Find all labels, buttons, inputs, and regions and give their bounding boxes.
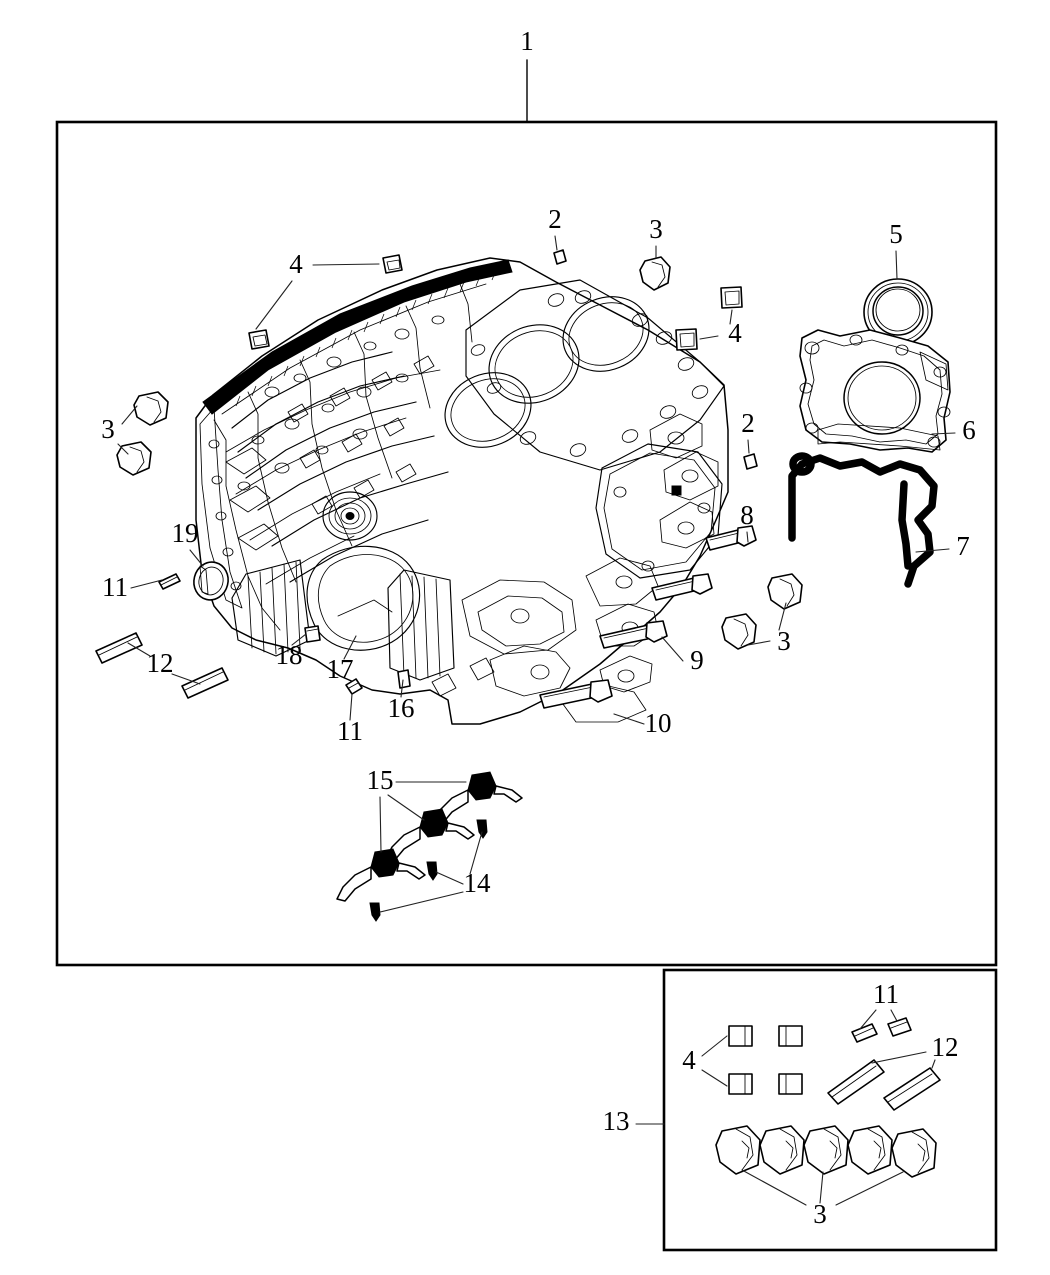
- rear-seal-retainer-part-6: [799, 329, 951, 453]
- oil-jet-screw-part-14c: [369, 902, 381, 922]
- cylinder-block-illustration: [195, 257, 729, 725]
- hardware-kit-panel: 13: [603, 968, 998, 1252]
- callout-18-plug: 18: [276, 640, 303, 670]
- inset-core-plug-b: [778, 1025, 803, 1047]
- core-plug-part-4b: [248, 329, 270, 350]
- alignment-pin-part-2a: [553, 249, 567, 265]
- inset-core-plug-group-4: 4: [682, 1025, 803, 1095]
- dowel-pin-part-11b: [345, 678, 363, 695]
- inset-dowel-large-a: [827, 1059, 885, 1105]
- front-oil-seal-part-19: [193, 561, 229, 601]
- head-bolt-holes: [470, 290, 709, 457]
- callout-4-core-plug-right: 4: [728, 318, 742, 348]
- callout-11-dowel-left: 11: [102, 572, 128, 602]
- oil-jet-screw-part-14b: [426, 861, 438, 881]
- callout-13-inset-kit: 13: [603, 1106, 630, 1136]
- callout-4-core-plug-left: 4: [289, 249, 303, 279]
- callout-2-dowel-pin-upper: 2: [548, 204, 562, 234]
- inset-dowel-small-b: [887, 1017, 912, 1037]
- main-bearing-part-3a: [639, 256, 671, 291]
- callout-2-dowel-pin-lower: 2: [741, 408, 755, 438]
- oil-jet-screw-part-14a: [476, 819, 488, 839]
- callout-16-stud: 16: [388, 693, 415, 723]
- dowel-pin-large-part-12b: [181, 667, 229, 699]
- main-bearing-part-3e: [721, 613, 757, 650]
- core-plug-part-4c: [675, 328, 698, 351]
- callout-3-bearing-upper: 3: [649, 214, 663, 244]
- callout-6-seal-retainer: 6: [962, 415, 976, 445]
- main-bearing-part-3c: [116, 441, 152, 476]
- bolt-part-8: [705, 525, 757, 551]
- inset-core-plug-d: [778, 1073, 803, 1095]
- callout-5-rear-crankshaft-seal: 5: [889, 219, 903, 249]
- bolt-part-10: [539, 679, 613, 709]
- inset-bearing-c: [803, 1125, 849, 1175]
- front-cover-boss: [322, 491, 378, 541]
- crankshaft-rear-oil-seal-part-5: [863, 278, 933, 346]
- main-assembly-panel: [55, 59, 998, 967]
- retainer-gasket-part-7: [788, 452, 938, 588]
- alignment-pin-part-2b: [743, 453, 758, 470]
- inset-bearing-b: [759, 1125, 805, 1175]
- inset-bearing-e: [891, 1128, 937, 1178]
- callout-3-bearing-left: 3: [101, 414, 115, 444]
- callout-4-inset-core-plug: 4: [682, 1045, 696, 1075]
- callout-7-gasket: 7: [956, 531, 970, 561]
- dowel-pin-large-part-12a: [95, 632, 143, 664]
- callout-1-cylinder-block-assembly: 1: [520, 26, 534, 56]
- callout-15-piston-oil-jet: 15: [367, 765, 394, 795]
- inset-bearing-a: [715, 1125, 761, 1175]
- inset-dowel-large-group-12: 12: [827, 1032, 959, 1111]
- callout-numbers-main: 1 2 3 5 4 4 3 2 6 8 19 7 11 3 12 9 18 17…: [101, 26, 976, 898]
- core-plug-part-4a: [382, 254, 403, 274]
- dowel-pin-part-11a: [158, 573, 181, 590]
- callout-19-oil-seal: 19: [172, 518, 199, 548]
- block-skirt-fins: [231, 559, 455, 681]
- callout-14-oil-jet-screw: 14: [464, 868, 492, 898]
- inset-dowel-small-a: [851, 1023, 878, 1043]
- main-bearing-part-3d: [767, 573, 803, 610]
- callout-3-bearing-right: 3: [777, 626, 791, 656]
- callout-11-inset-dowel-small: 11: [873, 979, 899, 1009]
- block-left-flange: [199, 407, 279, 609]
- inset-dowel-large-b: [883, 1067, 941, 1111]
- callout-12-inset-dowel-large: 12: [932, 1032, 959, 1062]
- cylinder-bores: [444, 296, 650, 448]
- crank-bore-opening: [306, 545, 421, 651]
- inset-bearing-d: [847, 1125, 893, 1175]
- callout-8-bolt-short: 8: [740, 500, 754, 530]
- core-plug-part-4d: [720, 286, 743, 309]
- inset-core-plug-a: [728, 1025, 753, 1047]
- oil-jet-part-15c: [336, 848, 426, 902]
- bolt-part-9a: [651, 573, 713, 601]
- callout-9-bolt-medium: 9: [690, 645, 704, 675]
- callout-3-inset-bearings: 3: [813, 1199, 827, 1229]
- stud-part-16: [397, 669, 411, 689]
- inset-core-plug-c: [728, 1073, 753, 1095]
- main-bearing-part-3b: [133, 391, 169, 426]
- rear-face: [595, 443, 723, 579]
- callout-17-windage-detail: 17: [327, 654, 354, 684]
- callout-12-dowel-long: 12: [147, 648, 174, 678]
- inset-dowel-small-group-11: 11: [851, 979, 912, 1043]
- callout-11-dowel-lower: 11: [337, 716, 363, 746]
- leader-lines-main: [117, 235, 956, 913]
- plug-part-18: [304, 625, 321, 643]
- inset-bearing-group-3: 3: [715, 1125, 937, 1229]
- callout-10-bolt-long: 10: [645, 708, 672, 738]
